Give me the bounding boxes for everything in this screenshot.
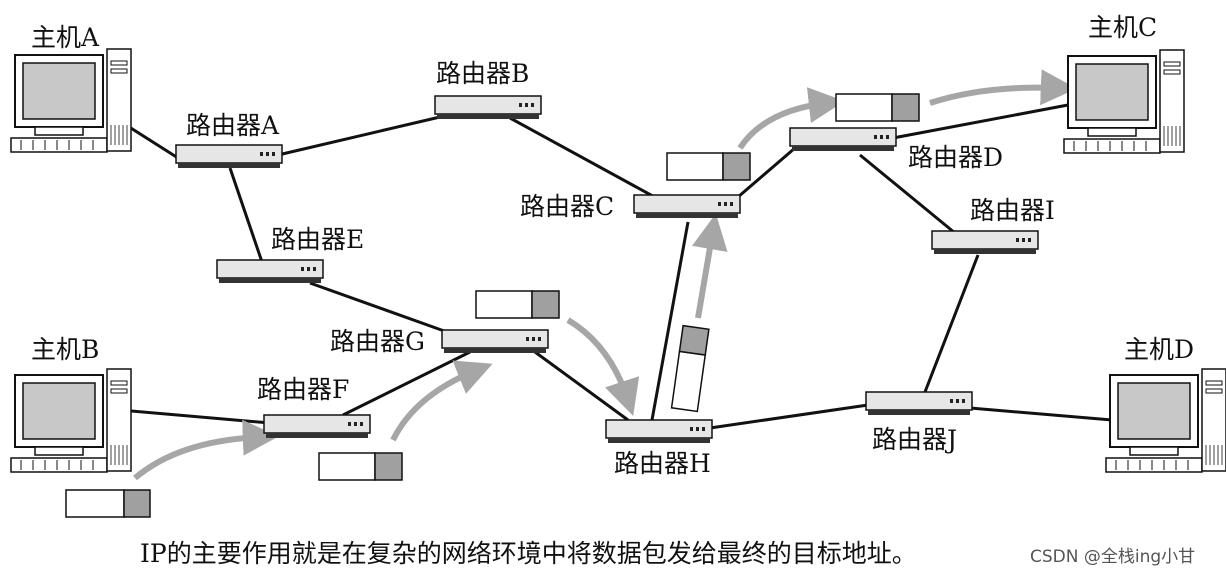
link-router-a-router-b [277,115,441,157]
router-j-label: 路由器J [872,425,957,454]
link-router-d-host-c [892,103,1069,140]
router-e-label: 路由器E [271,225,364,254]
host-c-label: 主机C [1088,13,1157,42]
host-b [10,368,132,473]
router-d [789,127,897,151]
network-links [114,103,1113,430]
host-a-label: 主机A [31,23,100,52]
link-router-i-router-j [923,254,980,393]
router-c [633,194,741,218]
link-router-e-router-g [309,281,448,334]
router-h [605,419,713,443]
labels: 主机A 主机B 主机C 主机D 路由器A 路由器B 路由器C 路由器D 路由器E… [31,13,1194,478]
packet-3 [475,290,560,319]
packet-5 [666,152,751,181]
router-d-label: 路由器D [908,143,1003,172]
router-g [441,329,549,353]
link-router-a-router-e [228,167,264,263]
host-d [1105,368,1226,473]
packet-arrows [133,69,1077,481]
arrow-host-b-to-router-f [133,419,279,481]
hosts [10,48,1226,473]
router-a-label: 路由器A [186,111,280,140]
router-i [931,230,1039,254]
host-c [1063,49,1185,154]
router-b-label: 路由器B [436,59,529,88]
caption: IP的主要作用就是在复杂的网络环境中将数据包发给最终的目标地址。 [140,539,917,568]
router-j [865,391,973,415]
arrow-router-g-to-router-h [566,317,640,416]
arrow-router-f-to-router-g [390,360,493,442]
host-a [10,48,132,153]
link-router-j-host-d [969,406,1113,422]
router-g-label: 路由器G [330,327,425,356]
host-b-label: 主机B [31,335,99,364]
link-router-b-router-c [509,116,661,202]
watermark: CSDN @全栈ing小甘 [1030,547,1195,567]
link-router-f-router-g [342,350,471,417]
router-i-label: 路由器I [970,196,1055,225]
router-c-label: 路由器C [520,192,614,221]
router-e [216,259,324,283]
link-router-h-router-c [650,221,690,421]
router-b [434,95,542,119]
link-host-b-router-f [119,408,271,425]
arrow-router-c-to-router-d [737,87,845,150]
packet-2 [318,452,403,481]
packet-4 [670,324,710,413]
router-h-label: 路由器H [614,449,711,478]
router-a [175,144,283,168]
router-f-label: 路由器F [257,375,349,404]
host-d-label: 主机D [1124,335,1194,364]
packets [65,93,920,518]
routers [175,95,1039,443]
link-router-d-router-i [859,153,956,235]
arrow-router-d-to-host-c [929,69,1077,106]
packet-6 [835,93,920,122]
packet-1 [65,489,151,518]
arrow-router-h-to-router-c [692,213,728,319]
router-f [263,414,371,438]
link-router-h-router-j [709,403,869,430]
link-router-c-router-d [737,146,796,199]
